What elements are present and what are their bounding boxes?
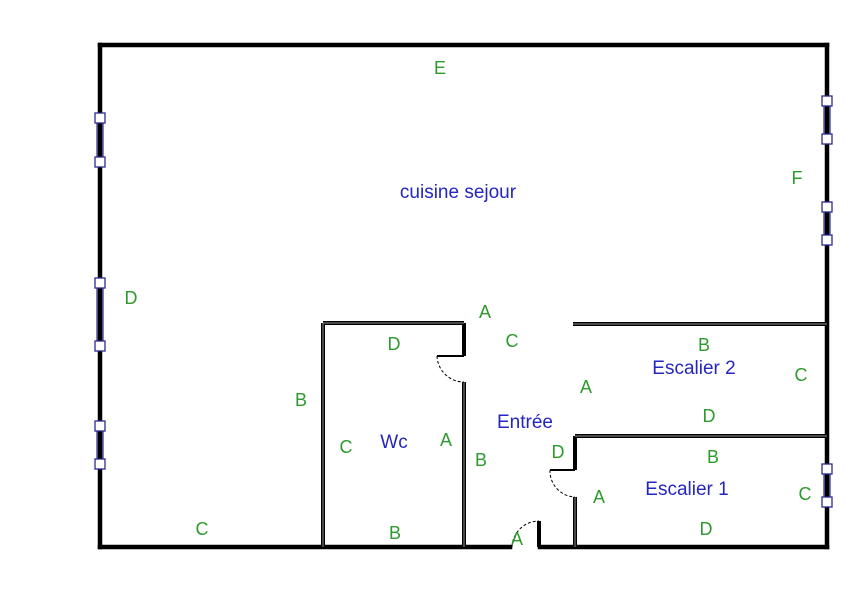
wall-label: D — [125, 288, 138, 308]
entrance-door — [511, 520, 540, 548]
windows — [94, 95, 833, 508]
window-right-3 — [821, 463, 833, 508]
wall-label: E — [434, 58, 446, 78]
wc-door — [436, 355, 465, 383]
wall-label: D — [552, 442, 565, 462]
wall-label: D — [388, 334, 401, 354]
window-right-2 — [821, 201, 833, 246]
wall-label: B — [295, 390, 307, 410]
escalier1-door — [549, 469, 576, 498]
interior-walls — [321, 321, 827, 547]
room-label-wc: Wc — [380, 432, 407, 453]
doors — [436, 355, 576, 548]
wall-label: A — [479, 302, 491, 322]
wall-label: A — [580, 377, 592, 397]
wall-label: C — [799, 484, 812, 504]
window-left-1 — [94, 112, 106, 168]
wall-label: C — [506, 331, 519, 351]
wall-label: C — [196, 519, 209, 539]
wall-label: F — [792, 168, 803, 188]
window-right-1 — [821, 95, 833, 145]
window-left-3 — [94, 420, 106, 470]
wall-labels: E D F C D C A B B A C B A D A B C D B A … — [125, 58, 812, 549]
wall-label: D — [703, 406, 716, 426]
wall-label: A — [593, 487, 605, 507]
wall-label: C — [340, 437, 353, 457]
wall-label: A — [511, 529, 523, 549]
wall-label: B — [698, 335, 710, 355]
wall-label: B — [475, 450, 487, 470]
wall-label: D — [700, 519, 713, 539]
wall-label: C — [795, 365, 808, 385]
room-label-escalier-2: Escalier 2 — [652, 358, 735, 379]
room-label-escalier-1: Escalier 1 — [645, 479, 728, 500]
room-label-cuisine-sejour: cuisine sejour — [400, 182, 517, 203]
room-label-entree: Entrée — [497, 412, 553, 433]
wall-label: B — [707, 447, 719, 467]
wall-label: A — [440, 430, 452, 450]
room-labels: cuisine sejour Wc Entrée Escalier 2 Esca… — [380, 182, 735, 500]
wall-label: B — [389, 523, 401, 543]
window-left-2 — [94, 277, 106, 352]
